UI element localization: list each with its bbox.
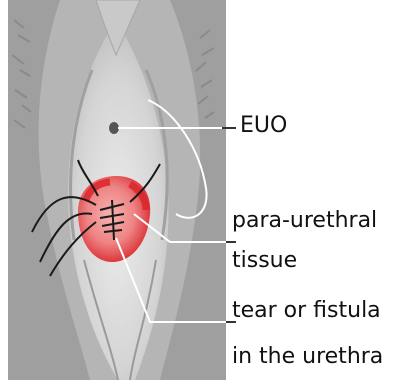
para-urethral-label-line1: para-urethral xyxy=(232,210,377,232)
urethral-orifice xyxy=(109,122,119,134)
para-urethral-label-line2: tissue xyxy=(232,250,297,272)
euo-label: EUO xyxy=(240,115,287,137)
tear-label-line1: tear or fistula xyxy=(232,300,381,322)
tear-label-line2: in the urethra xyxy=(232,346,383,368)
